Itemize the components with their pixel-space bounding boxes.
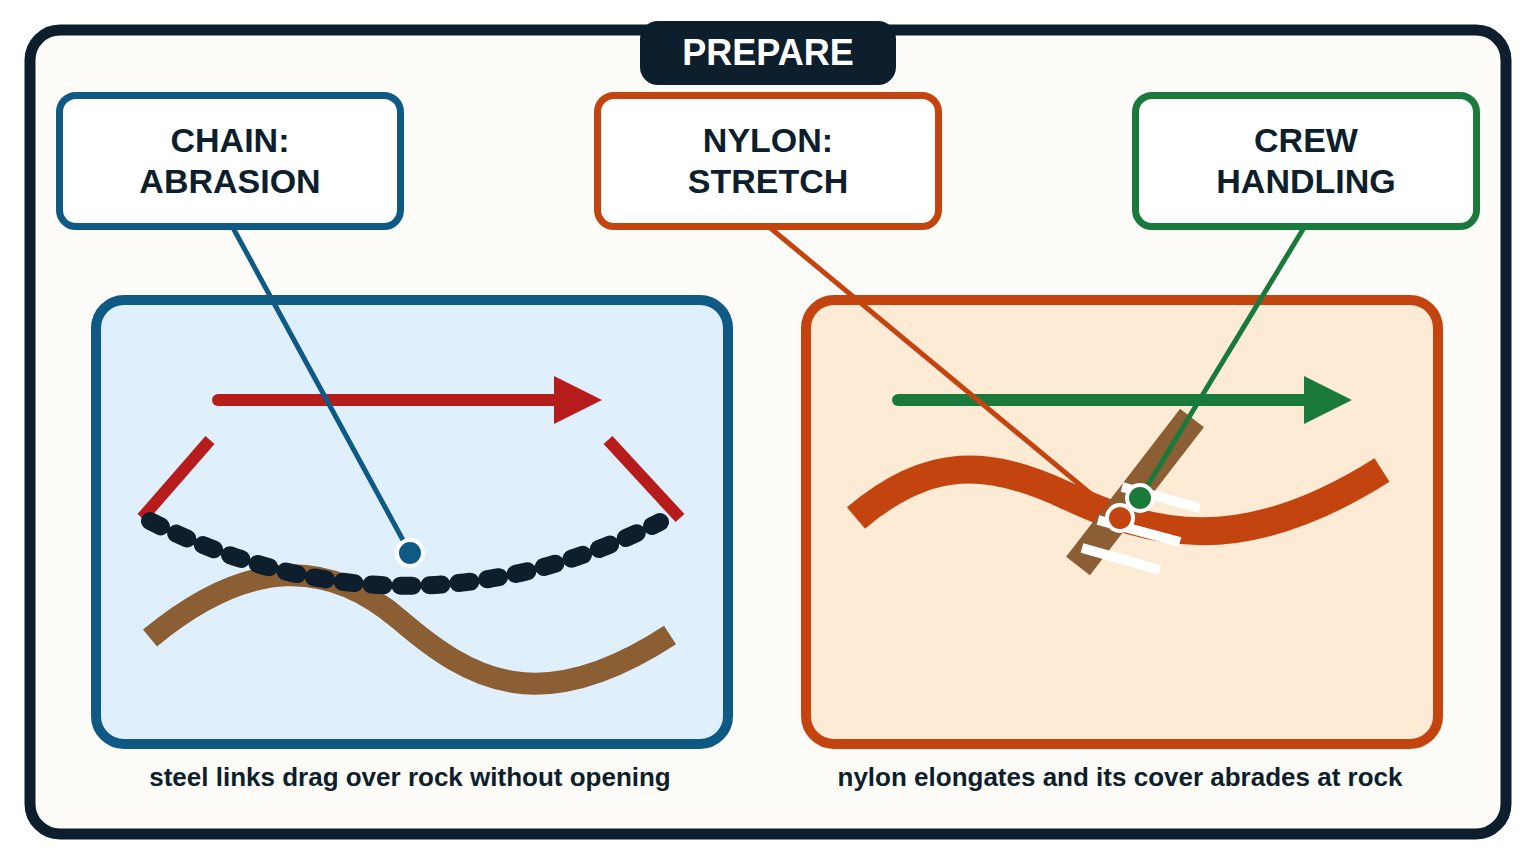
handling-arrow [898,394,1328,406]
title-pill: PREPARE [640,21,896,85]
chain-panel [96,300,728,744]
tension-arrow [218,394,578,406]
callout-dot [397,540,423,566]
callout-text: NYLON: STRETCH [643,120,893,202]
callout-box: CHAIN: ABRASION [56,92,404,230]
callout-text: CREW HANDLING [1181,120,1431,202]
leader-line [768,226,1120,518]
outer-frame [30,30,1506,834]
clamp [1082,548,1160,570]
callout-dot [1127,485,1153,511]
leader-line [1140,226,1305,498]
panel-caption: nylon elongates and its cover abrades at… [838,762,1403,793]
callout-text: CHAIN: ABRASION [105,120,355,202]
panel-caption: steel links drag over rock without openi… [149,762,671,793]
nylon-panel [806,300,1438,744]
callout-dot [1107,505,1133,531]
chain-links [150,521,660,586]
callout-box: CREW HANDLING [1132,92,1480,230]
leader-line [232,226,410,553]
chain-end [142,440,210,518]
chain-end [608,440,680,518]
callout-box: NYLON: STRETCH [594,92,942,230]
